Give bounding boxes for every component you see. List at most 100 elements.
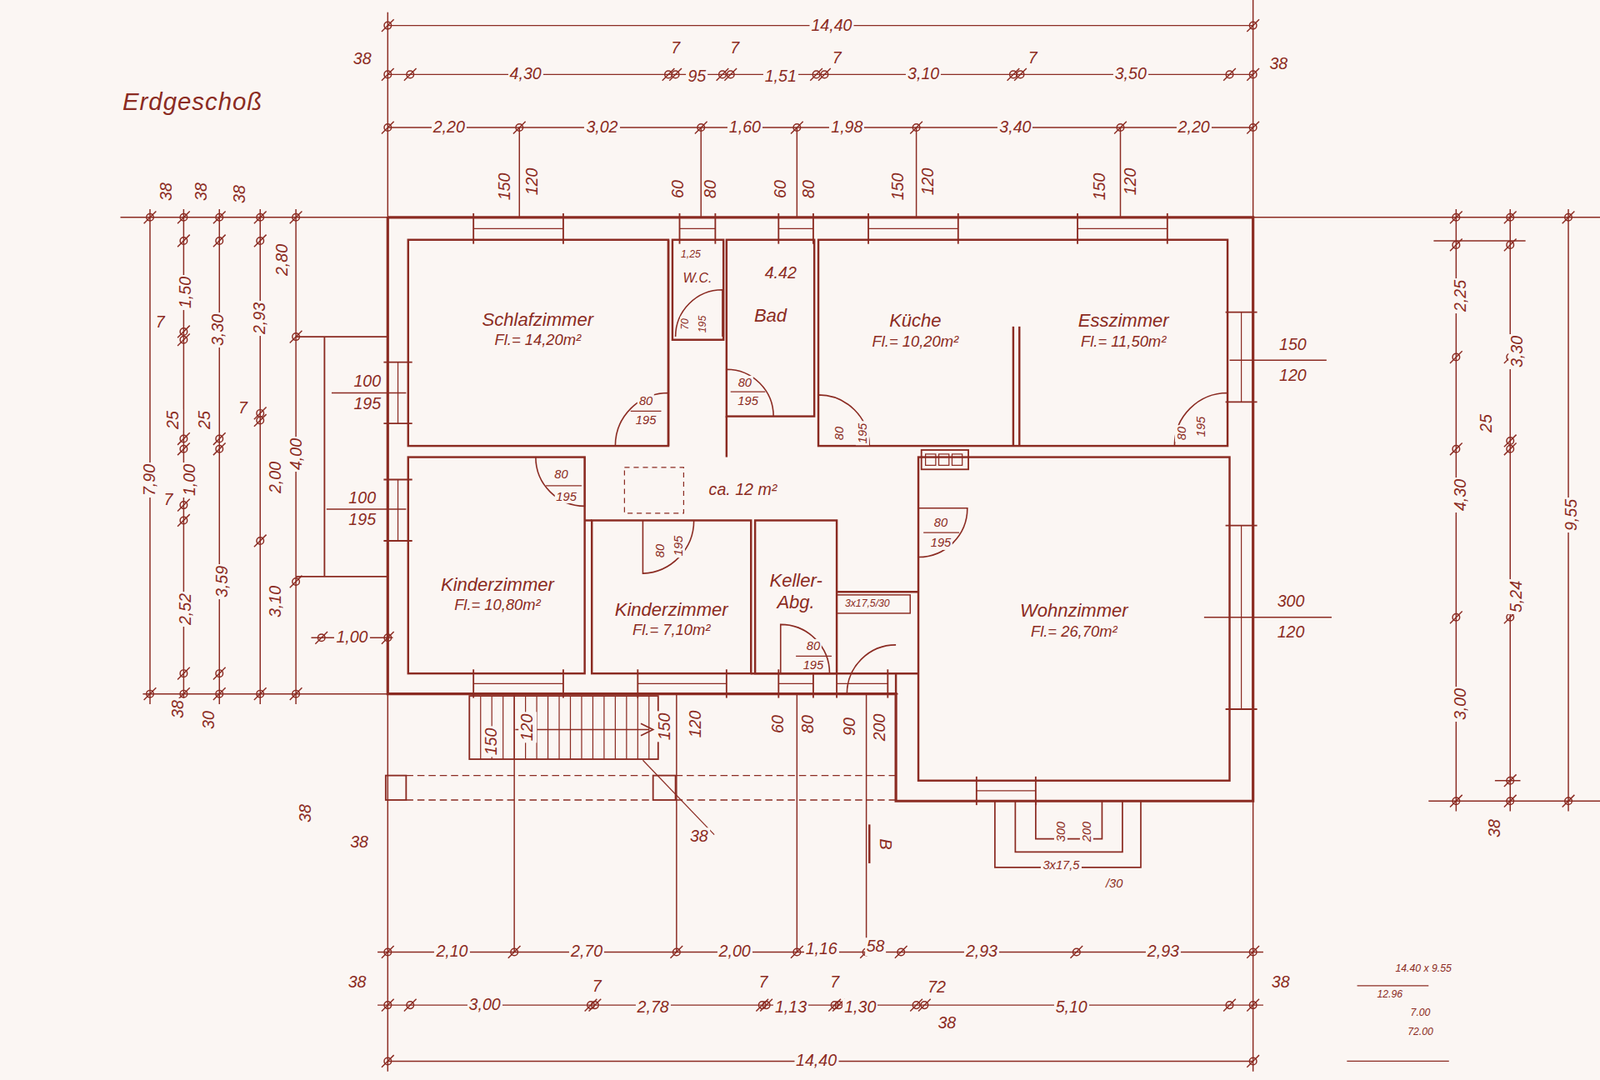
dimension-slash — [508, 945, 521, 959]
section-mark — [868, 824, 870, 864]
dimension-label: 7 — [162, 490, 175, 510]
flue — [925, 454, 936, 465]
dimension-slash — [818, 68, 831, 81]
dimension-label: 80 — [653, 542, 667, 560]
dimension-label: 60 — [771, 178, 790, 200]
dimension-slash — [1223, 999, 1236, 1012]
dimension-label: 150 — [1090, 171, 1110, 203]
fraction-line — [730, 391, 766, 393]
leader-line — [1120, 127, 1121, 218]
dimension-label: 1,51 — [763, 67, 799, 86]
wall — [1018, 326, 1020, 446]
cellar-steps — [836, 595, 910, 614]
extension-line — [1495, 780, 1521, 781]
dimension-label: 30 — [200, 710, 219, 732]
window-pane — [868, 228, 959, 230]
dimension-label: 80 — [552, 467, 570, 481]
dimension-label: 38 — [688, 827, 710, 846]
room-name: Schlafzimmer — [482, 309, 594, 331]
dimension-label: 80 — [799, 713, 818, 735]
dimension-line — [219, 209, 220, 705]
dimension-label: 120 — [920, 166, 939, 198]
window-pane — [1240, 312, 1242, 403]
dimension-label: 38 — [1267, 55, 1290, 74]
room: KücheFl.= 10,20m² — [820, 294, 1010, 368]
room-area: Fl.= 7,10m² — [632, 620, 710, 640]
dimension-label: 9,55 — [1562, 497, 1581, 533]
dimension-label: 80 — [1175, 425, 1189, 442]
dimension-slash — [254, 210, 267, 224]
dimension-label: 7 — [828, 973, 841, 992]
room-name: Keller- Abg. — [760, 570, 832, 615]
dimension-slash — [254, 414, 267, 427]
dimension-label: 195 — [346, 511, 378, 530]
dimension-slash — [254, 687, 267, 700]
stair-tread — [570, 695, 571, 760]
dimension-slash — [381, 945, 395, 959]
room-wall — [818, 240, 1228, 446]
note-frame — [624, 467, 684, 514]
dimension-label: 150 — [656, 710, 675, 742]
dimension-slash — [177, 514, 190, 527]
dimension-slash — [177, 333, 190, 346]
dimension-slash — [1450, 610, 1463, 624]
dimension-slash — [1562, 795, 1575, 808]
dimension-slash — [177, 667, 190, 680]
dimension-label: 2,52 — [176, 591, 195, 627]
dimension-label: 2,93 — [964, 943, 1000, 962]
dimension-label: 38 — [348, 834, 370, 853]
dimension-label: 38 — [157, 180, 176, 203]
stair-tread — [480, 695, 481, 760]
dimension-label: 95 — [685, 67, 708, 86]
dimension-label: 70 — [680, 317, 691, 333]
dimension-label: /30 — [1104, 876, 1125, 890]
room-area: Fl.= 11,50m² — [1080, 332, 1166, 351]
dimension-slash — [1246, 1055, 1260, 1068]
room-name: W.C. — [683, 270, 713, 286]
dimension-label: 195 — [671, 534, 685, 559]
dimension-label: 1,00 — [180, 461, 200, 497]
dimension-label: 120 — [523, 166, 542, 198]
dimension-label: 2,93 — [250, 300, 270, 336]
chimney — [921, 450, 969, 470]
wall — [836, 590, 919, 593]
dimension-label: 2,00 — [717, 943, 753, 962]
dimension-label: 2,20 — [1176, 118, 1212, 137]
dimension-slash — [290, 575, 303, 589]
dimension-label: 2,25 — [1452, 278, 1471, 314]
room-area: Fl.= 14,20m² — [495, 330, 582, 350]
dimension-line — [149, 209, 150, 705]
window-pane — [778, 228, 814, 230]
stair-tread — [603, 695, 605, 760]
room-wall — [726, 240, 815, 417]
leader-line — [865, 694, 867, 953]
room: WohnzimmerFl.= 26,70m² — [923, 580, 1225, 662]
door-swing — [675, 290, 723, 337]
room: KinderzimmerFl.= 10,80m² — [412, 555, 583, 633]
dimension-label: 80 — [831, 425, 845, 442]
dimension-slash — [1504, 239, 1517, 252]
dimension-label: 3,10 — [905, 65, 941, 85]
dimension-label: 195 — [697, 314, 709, 335]
dimension-label: 7 — [669, 39, 682, 58]
dimension-label: 2,00 — [266, 460, 285, 495]
dimension-label: 120 — [518, 712, 537, 744]
dimension-label: 7 — [756, 973, 770, 992]
fraction-line — [630, 410, 662, 412]
dimension-label: 1,98 — [829, 118, 865, 137]
dimension-slash — [381, 999, 395, 1012]
dimension-label: 100 — [351, 372, 383, 391]
dimension-slash — [213, 687, 226, 700]
dimension-label: 2,78 — [635, 998, 671, 1017]
dimension-label: 1,13 — [773, 998, 809, 1017]
dimension-slash — [254, 407, 267, 420]
porch-outline — [295, 336, 388, 577]
dimension-slash — [144, 210, 157, 224]
dimension-label: 120 — [1121, 166, 1140, 198]
title: Erdgeschoß — [122, 87, 263, 116]
dimension-slash — [1562, 210, 1575, 224]
stair-tread — [625, 695, 627, 760]
dimension-slash — [177, 432, 190, 445]
dimension-slash — [315, 631, 328, 645]
leader-line — [796, 694, 798, 953]
